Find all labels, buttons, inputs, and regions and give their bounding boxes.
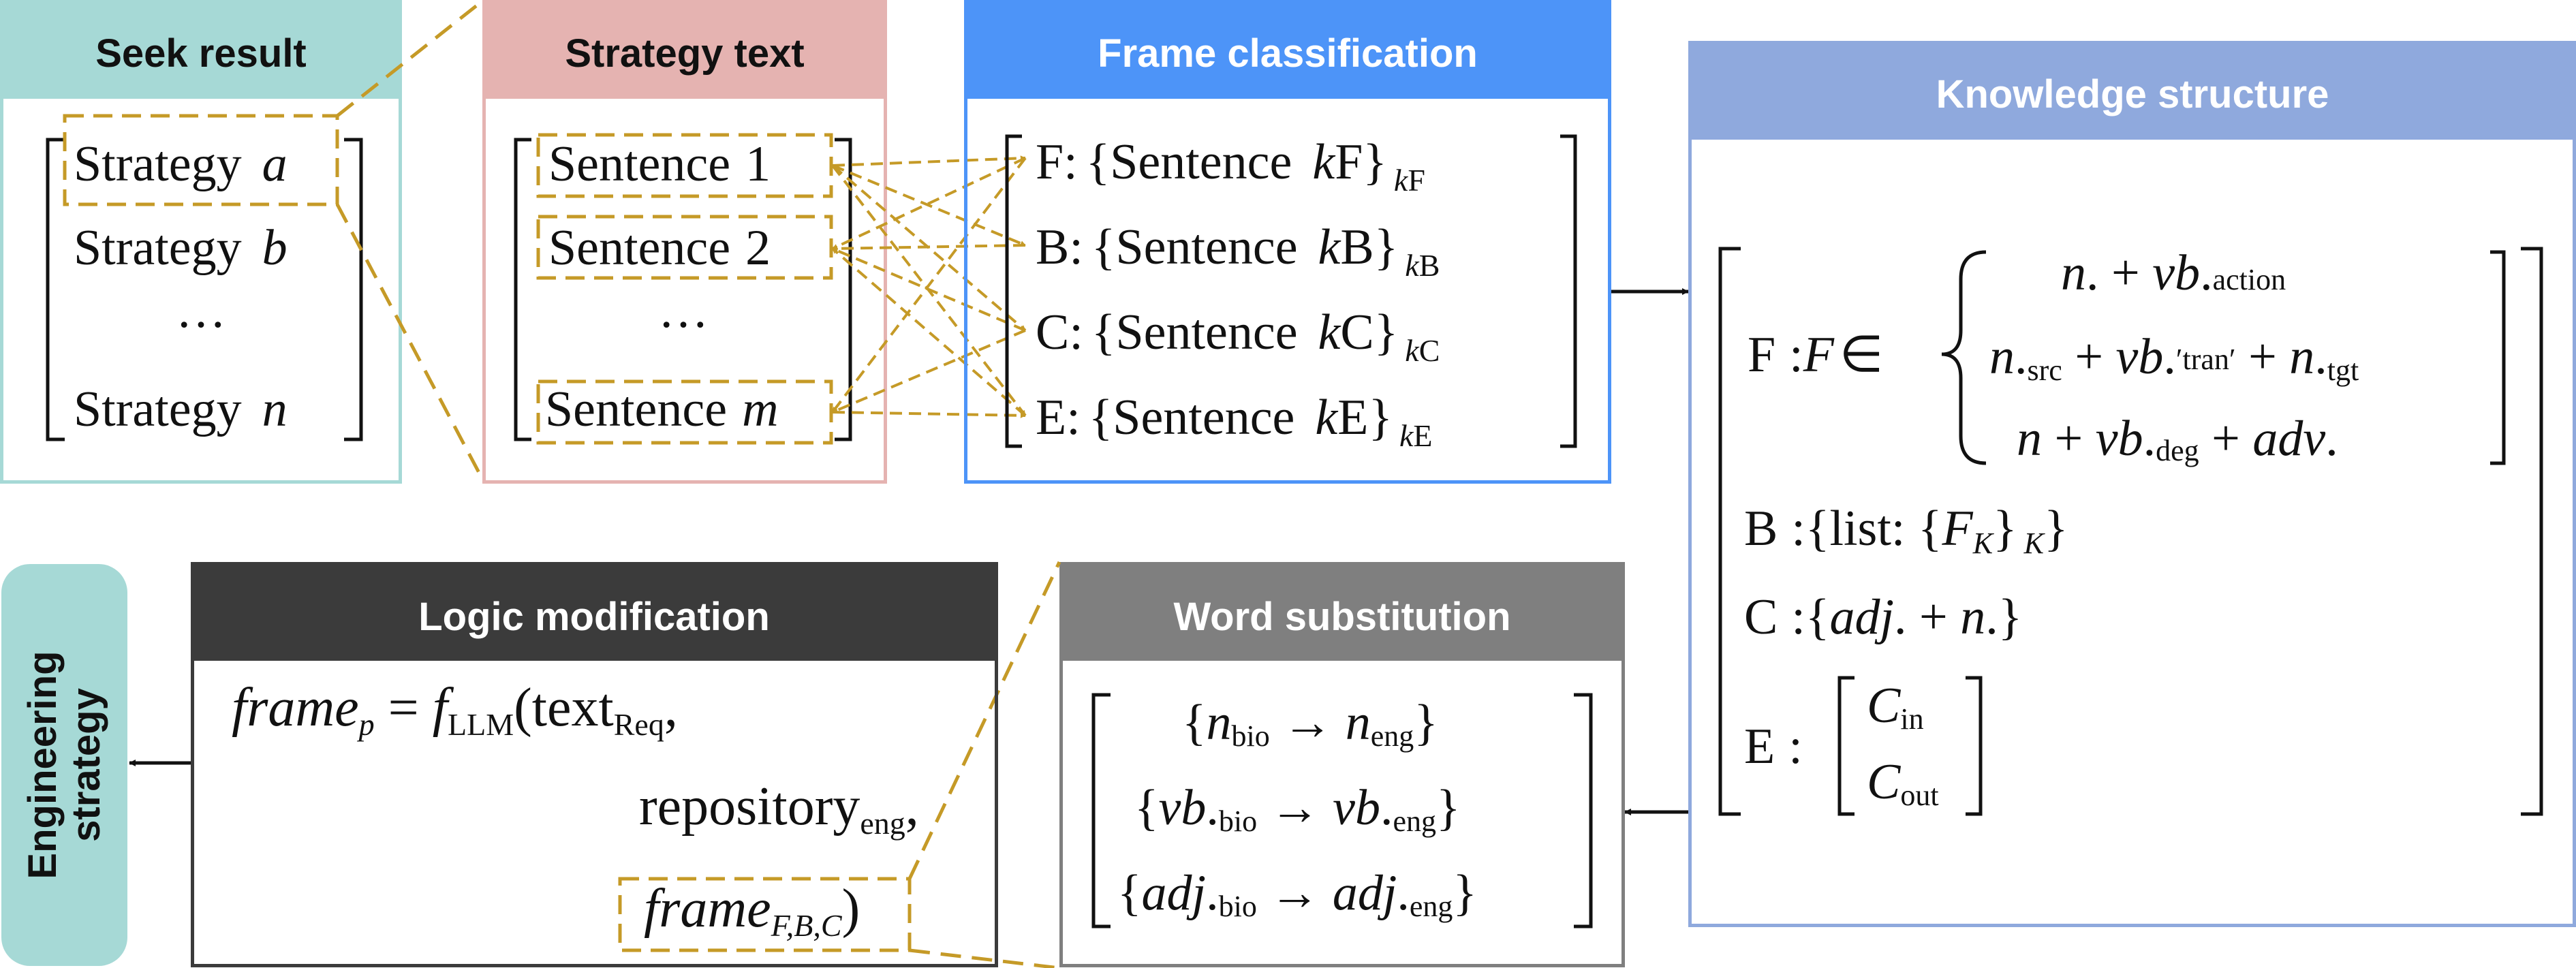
logic-modification-panel: Logic modification framep = fLLM(textReq… <box>191 562 998 967</box>
frame-classification-border <box>964 0 1611 484</box>
knowledge-outer-bracket <box>1718 247 2543 816</box>
engineering-label-line1: Engineering <box>20 651 65 879</box>
seek-result-border <box>0 0 402 484</box>
sentence-1-highlight <box>536 133 833 198</box>
sentence-2-highlight <box>536 215 833 280</box>
logic-formula-line-2: repositoryeng, <box>639 777 919 841</box>
map-s1-c <box>831 164 1027 332</box>
knowledge-e-cout: Cout <box>1867 754 1939 812</box>
map-c-s2 <box>832 247 1026 332</box>
knowledge-structure-panel: Knowledge structure F:F∈ n. + vb.action … <box>1688 41 2576 927</box>
map-c-sm <box>832 329 1026 413</box>
map-sm-e <box>832 411 1026 418</box>
knowledge-f-brace-left <box>1941 250 1987 465</box>
seek-ellipsis: … <box>176 283 226 339</box>
engineering-strategy-box <box>1 564 127 966</box>
engineering-strategy-node: Engineering strategy <box>1 564 127 966</box>
map-f-sm <box>831 157 1027 413</box>
engineering-label-line2: strategy <box>64 688 108 842</box>
zoom-line-frame-top <box>907 561 1061 880</box>
seek-matrix-bracket <box>46 138 363 441</box>
frame-matrix-bracket <box>1005 134 1577 448</box>
engineering-strategy-label: Engineering strategy <box>20 651 108 879</box>
strategy-text-border <box>482 0 887 484</box>
map-f-s2 <box>832 157 1026 250</box>
word-substitution-title: Word substitution <box>1173 595 1510 639</box>
strategy-text-title: Strategy text <box>565 31 804 76</box>
map-e-s2 <box>831 247 1027 417</box>
map-b-s2 <box>832 244 1026 251</box>
logic-formula-line-1: framep = fLLM(textReq, <box>232 678 678 742</box>
knowledge-structure-title: Knowledge structure <box>1936 72 2329 116</box>
map-s1-b <box>832 164 1026 247</box>
word-substitution-header <box>1059 562 1625 661</box>
logic-formula-line-3: frameF,B,C) <box>644 879 860 943</box>
word-sub-verb: {vb.bio → vb.eng} <box>1134 780 1461 838</box>
knowledge-f-brace-right <box>2490 250 2506 465</box>
knowledge-e-cin: Cin <box>1867 678 1924 736</box>
seek-result-header <box>0 0 402 99</box>
sentence-frame-mapping <box>831 155 1027 418</box>
logic-modification-title: Logic modification <box>418 595 770 639</box>
zoom-line-bottom <box>335 203 486 483</box>
word-sub-adjective: {adj.bio → adj.eng} <box>1117 865 1477 923</box>
word-sub-bracket <box>1091 693 1593 928</box>
knowledge-structure-border <box>1688 41 2576 927</box>
logic-modification-border <box>191 562 998 967</box>
zoom-line-frame-bottom <box>909 948 1060 968</box>
knowledge-f-option-3: n + vb.deg + adv. <box>2017 411 2338 467</box>
frame-classification-header <box>964 0 1611 99</box>
sentence-m-highlight <box>536 379 833 445</box>
knowledge-e-row: E: <box>1744 719 1803 775</box>
word-substitution-panel: Word substitution {nbio → neng} {vb.bio … <box>1059 562 1625 967</box>
seek-result-title: Seek result <box>95 31 307 76</box>
seek-highlight-strategy-a <box>63 114 339 206</box>
word-sub-noun: {nbio → neng} <box>1182 695 1438 753</box>
sentence-ellipsis: … <box>658 283 709 339</box>
knowledge-structure-header <box>1688 41 2576 140</box>
map-s1-f <box>832 155 1026 167</box>
knowledge-f-option-2: n.src + vb.′tran′ + n.tgt <box>1989 329 2359 387</box>
sentence-matrix-bracket <box>514 138 852 441</box>
knowledge-b-row: B:{list: {FK}K} <box>1744 501 2068 560</box>
knowledge-f-option-1: n. + vb.action <box>2061 245 2286 301</box>
knowledge-c-row: C:{adj. + n.} <box>1744 589 2022 645</box>
knowledge-f-row: F:F∈ <box>1748 327 1883 383</box>
frame-classification-title: Frame classification <box>1098 31 1478 76</box>
logic-frame-highlight <box>618 877 912 952</box>
word-substitution-border <box>1059 562 1625 967</box>
logic-modification-header <box>191 562 998 661</box>
strategy-text-header <box>482 0 887 99</box>
knowledge-e-bracket <box>1837 676 1983 816</box>
